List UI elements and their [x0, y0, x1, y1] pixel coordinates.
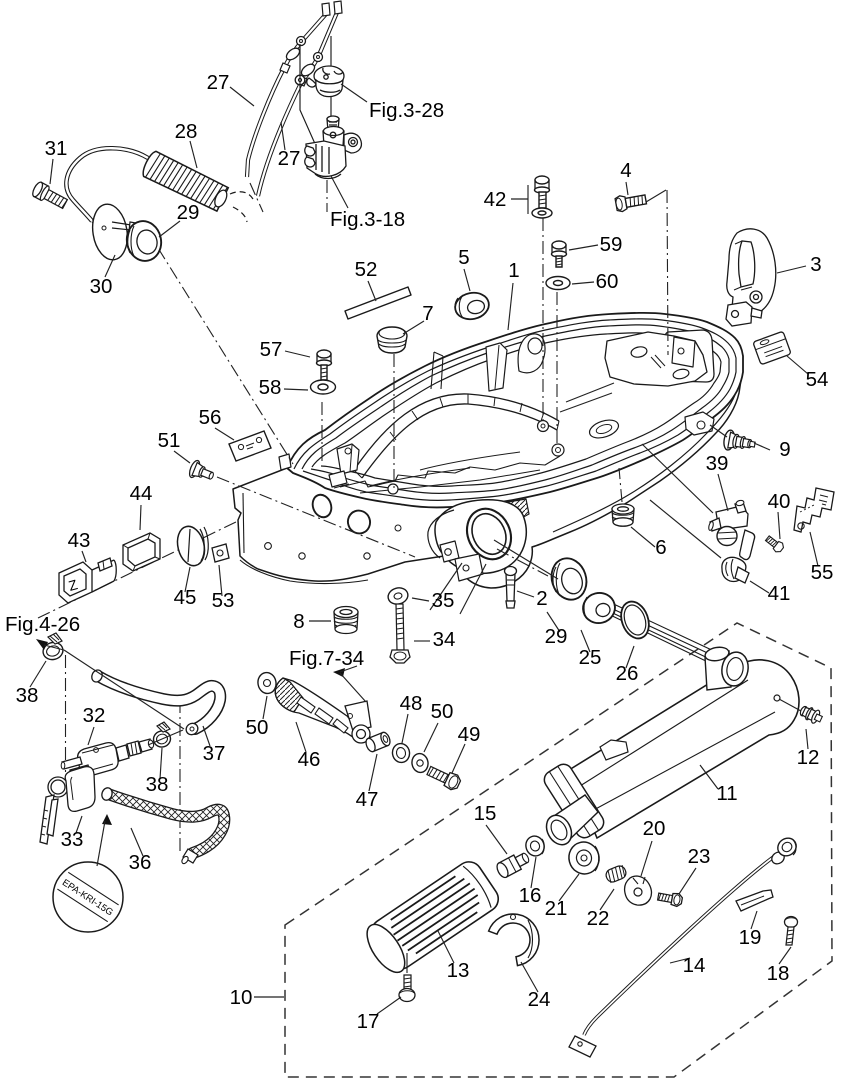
svg-text:50: 50	[431, 700, 454, 723]
svg-text:17: 17	[357, 1010, 380, 1033]
svg-text:29: 29	[177, 201, 200, 224]
svg-text:37: 37	[203, 742, 226, 765]
svg-text:Fig.4-26: Fig.4-26	[5, 613, 80, 636]
svg-text:25: 25	[579, 646, 602, 669]
svg-text:36: 36	[129, 851, 152, 874]
svg-text:55: 55	[811, 561, 834, 584]
svg-text:27: 27	[207, 71, 230, 94]
svg-text:7: 7	[422, 302, 433, 325]
svg-text:18: 18	[767, 962, 790, 985]
svg-text:54: 54	[806, 368, 829, 391]
svg-text:51: 51	[158, 429, 181, 452]
svg-text:10: 10	[230, 986, 253, 1009]
svg-text:34: 34	[433, 628, 456, 651]
svg-text:15: 15	[474, 802, 497, 825]
svg-text:9: 9	[779, 438, 790, 461]
svg-text:24: 24	[528, 988, 551, 1011]
svg-text:39: 39	[706, 452, 729, 475]
svg-text:60: 60	[596, 270, 619, 293]
svg-text:52: 52	[355, 258, 378, 281]
svg-text:6: 6	[655, 536, 666, 559]
svg-text:33: 33	[61, 828, 84, 851]
svg-text:28: 28	[175, 120, 198, 143]
svg-text:59: 59	[600, 233, 623, 256]
svg-text:40: 40	[768, 490, 791, 513]
svg-text:56: 56	[199, 406, 222, 429]
svg-text:41: 41	[768, 582, 791, 605]
svg-text:1: 1	[508, 259, 519, 282]
svg-text:38: 38	[146, 773, 169, 796]
svg-text:Fig.3-18: Fig.3-18	[330, 208, 405, 231]
svg-text:48: 48	[400, 692, 423, 715]
svg-text:13: 13	[447, 959, 470, 982]
svg-text:38: 38	[16, 684, 39, 707]
svg-text:Fig.3-28: Fig.3-28	[369, 99, 444, 122]
svg-text:35: 35	[432, 589, 455, 612]
svg-text:46: 46	[298, 748, 321, 771]
svg-text:57: 57	[260, 338, 283, 361]
svg-text:31: 31	[45, 137, 68, 160]
svg-text:19: 19	[739, 926, 762, 949]
svg-text:53: 53	[212, 589, 235, 612]
svg-text:29: 29	[545, 625, 568, 648]
svg-text:2: 2	[536, 587, 547, 610]
svg-text:50: 50	[246, 716, 269, 739]
svg-text:20: 20	[643, 817, 666, 840]
svg-text:16: 16	[519, 884, 542, 907]
svg-text:44: 44	[130, 482, 153, 505]
svg-text:21: 21	[545, 897, 568, 920]
svg-text:22: 22	[587, 907, 610, 930]
svg-text:11: 11	[716, 782, 737, 805]
svg-text:Fig.7-34: Fig.7-34	[289, 647, 364, 670]
svg-text:8: 8	[293, 610, 304, 633]
svg-text:12: 12	[797, 746, 820, 769]
svg-text:43: 43	[68, 529, 91, 552]
svg-text:14: 14	[683, 954, 706, 977]
svg-text:30: 30	[90, 275, 113, 298]
svg-text:23: 23	[688, 845, 711, 868]
svg-text:47: 47	[356, 788, 379, 811]
svg-text:58: 58	[259, 376, 282, 399]
svg-text:5: 5	[458, 246, 469, 269]
svg-text:45: 45	[174, 586, 197, 609]
svg-text:32: 32	[83, 704, 106, 727]
svg-text:3: 3	[810, 253, 821, 276]
svg-text:4: 4	[620, 159, 631, 182]
svg-text:27: 27	[278, 147, 301, 170]
svg-text:26: 26	[616, 662, 639, 685]
svg-text:42: 42	[484, 188, 507, 211]
svg-text:49: 49	[458, 723, 481, 746]
